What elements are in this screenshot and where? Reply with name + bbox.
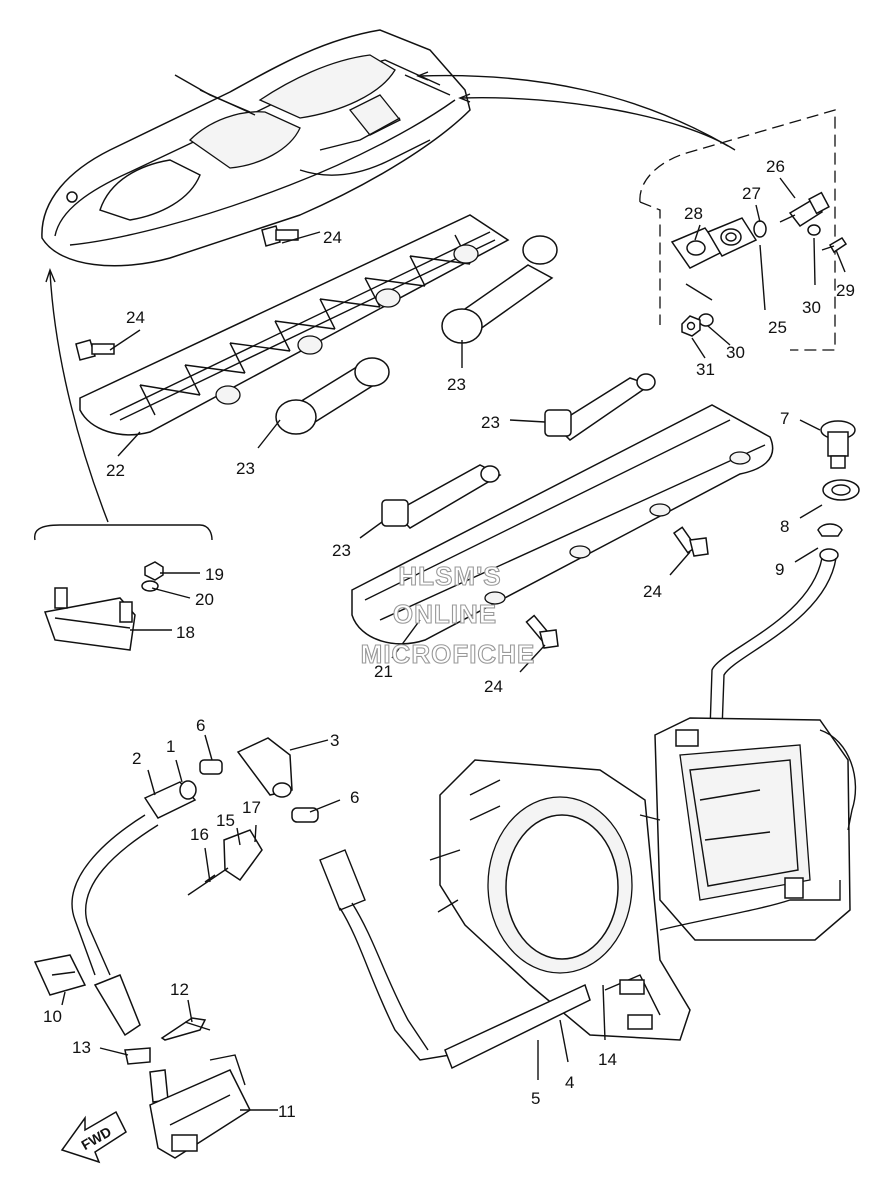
callout-21: 21 [374, 662, 393, 681]
callout-30: 30 [802, 298, 821, 317]
callout-3: 3 [330, 731, 339, 750]
callout-23: 23 [236, 459, 255, 478]
drain-hose [709, 557, 823, 731]
callout-8: 8 [780, 517, 789, 536]
bolt-24-a [261, 225, 299, 247]
watermark-line-3: MICROFICHE [361, 639, 536, 669]
bolt-24-d [525, 614, 559, 649]
mount-23-a [275, 357, 390, 435]
callout-13: 13 [72, 1038, 91, 1057]
callout-22: 22 [106, 461, 125, 480]
callout-29: 29 [836, 281, 855, 300]
leader-lines [61, 177, 846, 1111]
mount-23-b [441, 235, 558, 344]
callout-30: 30 [726, 343, 745, 362]
watermark: HLSM'S ONLINE MICROFICHE [360, 560, 536, 669]
watercraft-illustration [41, 29, 471, 267]
pointer-arrow-from-inset [49, 271, 109, 523]
callout-17: 17 [242, 798, 261, 817]
watermark-line-1: HLSM'S [398, 561, 501, 591]
callout-14: 14 [598, 1050, 617, 1069]
callout-7: 7 [780, 409, 789, 428]
callout-20: 20 [195, 590, 214, 609]
callout-23: 23 [332, 541, 351, 560]
lower-components [33, 954, 251, 1159]
sponson-left [79, 214, 510, 436]
callout-numbers: 24 24 23 23 23 23 22 21 24 24 26 27 28 2… [43, 157, 855, 1121]
callout-27: 27 [742, 184, 761, 203]
callout-19: 19 [205, 565, 224, 584]
fwd-arrow: FWD [60, 1110, 127, 1164]
callout-23: 23 [447, 375, 466, 394]
callout-23: 23 [481, 413, 500, 432]
callout-4: 4 [565, 1073, 574, 1092]
callout-25: 25 [768, 318, 787, 337]
pointer-arrow-to-fitting [419, 74, 729, 147]
watermark-line-2: ONLINE [393, 599, 497, 629]
callout-2: 2 [132, 749, 141, 768]
callout-31: 31 [696, 360, 715, 379]
mount-23-c [544, 373, 656, 441]
callout-16: 16 [190, 825, 209, 844]
callout-9: 9 [775, 560, 784, 579]
callout-24: 24 [643, 582, 662, 601]
sponson-right [351, 404, 774, 645]
callout-12: 12 [170, 980, 189, 999]
callout-18: 18 [176, 623, 195, 642]
callout-10: 10 [43, 1007, 62, 1026]
fitting-inset [639, 109, 848, 351]
callout-11: 11 [278, 1102, 296, 1121]
callout-24: 24 [126, 308, 145, 327]
callout-24: 24 [323, 228, 342, 247]
intake-duct [429, 759, 841, 1041]
drain-plug [817, 420, 860, 562]
bolt-24-b [75, 339, 115, 361]
callout-5: 5 [531, 1089, 540, 1108]
callout-6: 6 [350, 788, 359, 807]
mount-23-d [381, 464, 502, 529]
hose-lower [93, 974, 141, 1037]
callout-24: 24 [484, 677, 503, 696]
callout-6: 6 [196, 716, 205, 735]
bracket-inset [33, 524, 213, 651]
bolt-24-c [672, 526, 709, 557]
callout-26: 26 [766, 157, 785, 176]
callout-1: 1 [166, 737, 175, 756]
jet-pump-housing [654, 717, 857, 941]
callout-15: 15 [216, 811, 235, 830]
callout-28: 28 [684, 204, 703, 223]
